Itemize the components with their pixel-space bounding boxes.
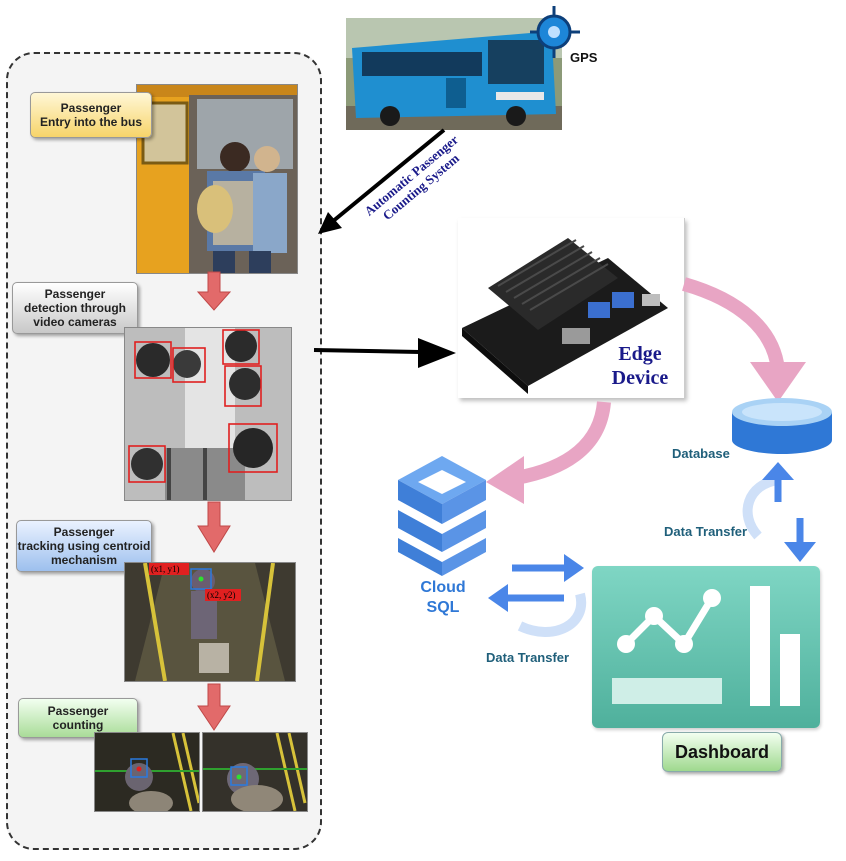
edge-board-icon [462, 238, 668, 394]
database-label: Database [672, 446, 730, 461]
tracking-tag-b: (x2, y2) [207, 590, 236, 600]
down-arrow-2 [197, 501, 231, 553]
cloud-line1: Cloud [420, 579, 466, 596]
stage-counting-line2: counting [52, 718, 104, 732]
stage-counting-line1: Passenger [47, 704, 109, 718]
stage-entry-line1: Passenger [60, 101, 122, 115]
sync-arrows-left-icon [488, 554, 587, 637]
counting-photo-1 [94, 732, 200, 812]
gps-icon [530, 6, 580, 58]
cloud-line2: SQL [426, 599, 460, 616]
stage-tracking-line1: Passenger [53, 525, 115, 539]
stage-detection-line2: detection through [24, 301, 126, 315]
stage-tracking-line3: mechanism [50, 553, 118, 567]
edge-device-card: Edge Device [458, 218, 685, 398]
cloud-sql-icon [398, 456, 486, 576]
transfer-right-label: Data Transfer [664, 524, 748, 539]
cloud-sql-label: Cloud SQL [410, 578, 476, 618]
detection-photo [124, 327, 292, 501]
stage-counting-label: Passenger counting [18, 698, 138, 738]
dashboard-chart-icon [612, 586, 800, 706]
sync-arrows-right-icon [742, 462, 816, 562]
stage-detection-label: Passenger detection through video camera… [12, 282, 138, 334]
dashboard-label: Dashboard [662, 732, 782, 772]
down-arrow-3 [197, 683, 231, 731]
tracking-tag-a: (x1, y1) [151, 564, 180, 574]
counting-photo-2 [202, 732, 308, 812]
tracking-photo: (x1, y1) (x2, y2) [124, 562, 296, 682]
stage-entry-label: Passenger Entry into the bus [30, 92, 152, 138]
bus-photo [346, 18, 562, 130]
down-arrow-1 [196, 271, 232, 311]
edge-line1: Edge [618, 343, 662, 365]
stage-detection-line3: video cameras [33, 315, 117, 329]
flow-arrows-vertical [196, 271, 232, 731]
gps-label: GPS [570, 50, 598, 65]
stage-entry-line2: Entry into the bus [40, 115, 142, 129]
stage-tracking-line2: tracking using centroid [17, 539, 151, 553]
database-icon [732, 398, 832, 454]
dashboard-panel [592, 566, 820, 728]
stage-detection-line1: Passenger [44, 287, 106, 301]
edge-line2: Device [611, 367, 669, 389]
edge-label: Edge Device [598, 342, 682, 390]
transfer-left-label: Data Transfer [486, 650, 570, 665]
